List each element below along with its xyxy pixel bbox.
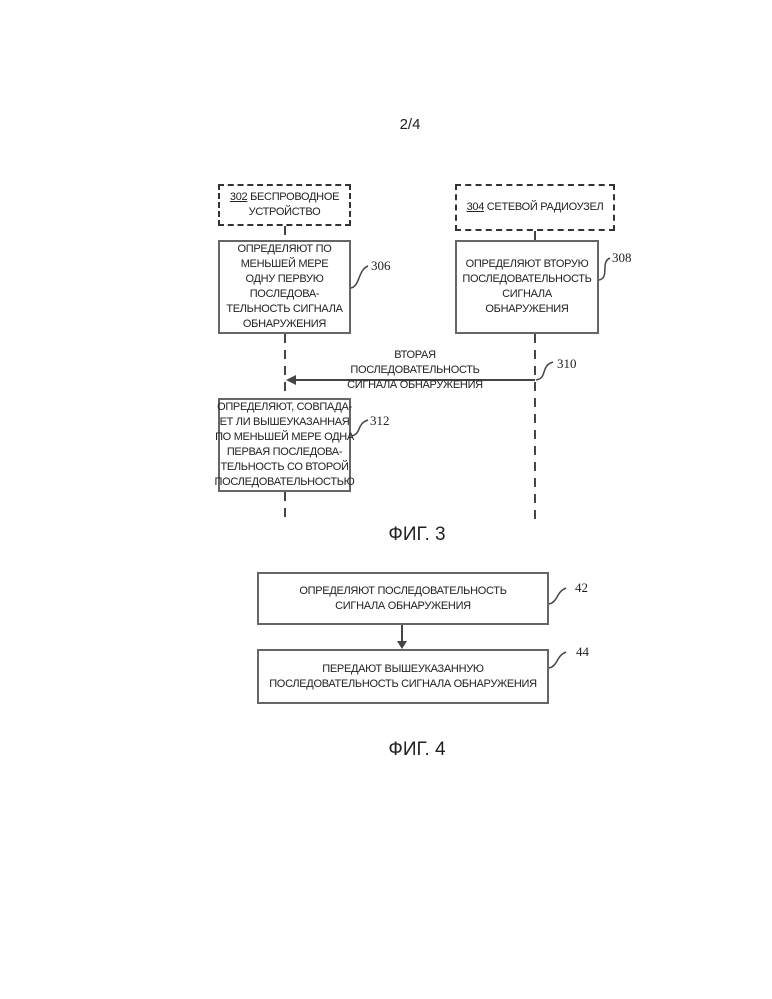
arrowhead-42-44 <box>397 641 407 649</box>
step-308-box: ОПРЕДЕЛЯЮТ ВТОРУЮ ПОСЛЕДОВАТЕЛЬНОСТЬ СИГ… <box>455 240 599 334</box>
actor-label: СЕТЕВОЙ РАДИОУЗЕЛ <box>487 201 604 213</box>
step-42-box: ОПРЕДЕЛЯЮТ ПОСЛЕДОВАТЕЛЬНОСТЬ СИГНАЛА ОБ… <box>257 572 549 625</box>
arrowhead-310 <box>286 375 296 385</box>
ref-308: 308 <box>612 250 632 266</box>
figure-3-caption: ФИГ. 3 <box>317 524 517 546</box>
leader-42 <box>549 588 566 604</box>
step-306-box: ОПРЕДЕЛЯЮТ ПО МЕНЬШЕЙ МЕРЕ ОДНУ ПЕРВУЮ П… <box>218 240 351 334</box>
ref-312: 312 <box>370 413 390 429</box>
leader-308 <box>599 258 610 280</box>
ref-306: 306 <box>371 258 391 274</box>
leader-306 <box>351 266 368 288</box>
step-312-box: ОПРЕДЕЛЯЮТ, СОВПАДА-ЕТ ЛИ ВЫШЕУКАЗАННАЯ … <box>218 398 351 492</box>
message-310-label: ВТОРАЯ ПОСЛЕДОВАТЕЛЬНОСТЬ СИГНАЛА ОБНАРУ… <box>330 348 500 393</box>
actor-label: БЕСПРОВОДНОЕ УСТРОЙСТВО <box>249 191 339 218</box>
step-44-box: ПЕРЕДАЮТ ВЫШЕУКАЗАННУЮ ПОСЛЕДОВАТЕЛЬНОСТ… <box>257 649 549 704</box>
actor-wireless-device: 302 БЕСПРОВОДНОЕ УСТРОЙСТВО <box>218 184 351 226</box>
ref-310: 310 <box>557 356 577 372</box>
page-number: 2/4 <box>385 116 435 133</box>
figure-4-caption: ФИГ. 4 <box>317 739 517 761</box>
ref-44: 44 <box>576 644 589 660</box>
actor-ref: 302 <box>230 191 247 203</box>
ref-42: 42 <box>575 580 588 596</box>
leader-44 <box>549 652 566 668</box>
leader-310 <box>536 362 553 380</box>
actor-network-node: 304 СЕТЕВОЙ РАДИОУЗЕЛ <box>455 184 615 231</box>
actor-ref: 304 <box>467 201 484 213</box>
